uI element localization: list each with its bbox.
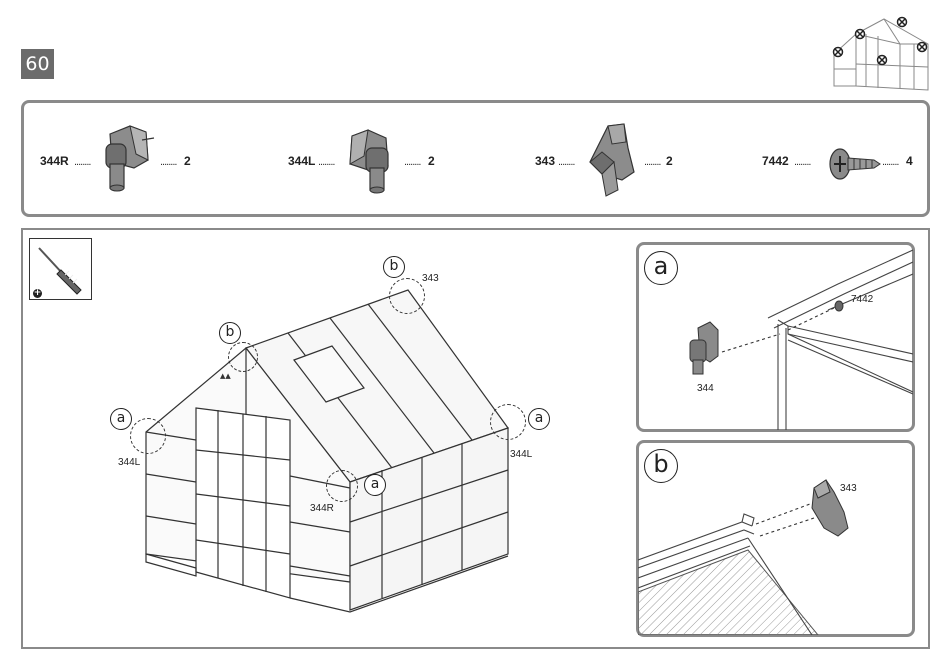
letter-b-top: b [383,256,405,278]
part-quantity: 4 [906,154,913,168]
callout-corner-left [130,418,166,454]
part-quantity: 2 [184,154,191,168]
part-dots: ........ [318,156,334,168]
corner-cap-344r-icon [100,122,156,194]
phillips-plus-icon: + [33,289,42,298]
part-dots: ........ [558,156,574,168]
corner-cap-344l-icon [342,126,398,198]
detail-a-label-344: 344 [697,383,714,394]
detail-a-label-7442: 7442 [851,294,873,305]
screw-7442-icon [824,144,882,182]
part-code: 7442 [762,154,789,168]
label-343: 343 [422,273,439,284]
part-dots: ........ [404,156,420,168]
callout-ridge-front [228,342,258,372]
detail-b-drawing [638,442,913,635]
letter-a-right: a [528,408,550,430]
greenhouse-thumbnail-icon [826,14,936,94]
part-code: 343 [535,154,555,168]
callout-corner-mid [326,470,358,502]
ridge-cap-343-icon [584,122,640,198]
greenhouse-assembly-drawing: ▲▲ [100,250,540,620]
letter-b-left: b [219,322,241,344]
part-code: 344L [288,154,315,168]
part-quantity: 2 [428,154,435,168]
label-344r: 344R [310,503,334,514]
callout-corner-right [490,404,526,440]
part-dots: ........ [74,156,90,168]
callout-ridge-top [389,278,425,314]
part-dots: ........ [160,156,176,168]
part-dots: ........ [794,156,810,168]
letter-a-left: a [110,408,132,430]
detail-a-drawing [638,244,913,430]
letter-a-mid: a [364,474,386,496]
part-quantity: 2 [666,154,673,168]
part-dots: ........ [882,156,898,168]
screwdriver-icon [33,242,89,296]
label-344l-left: 344L [118,457,140,468]
part-dots: ........ [644,156,660,168]
step-number: 60 [21,49,54,79]
part-code: 344R [40,154,69,168]
label-344l-right: 344L [510,449,532,460]
detail-b-label-343: 343 [840,483,857,494]
svg-text:▲▲: ▲▲ [220,372,231,380]
